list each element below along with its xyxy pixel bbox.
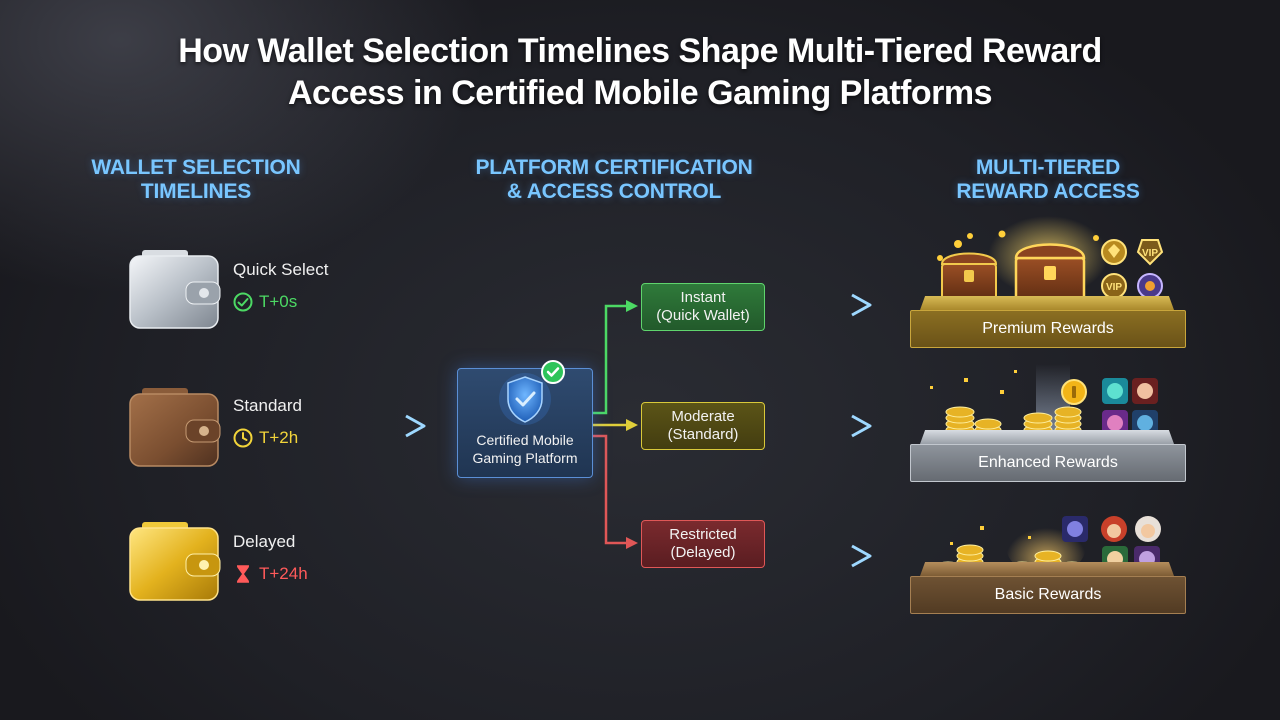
tier-restricted-line-1: Restricted	[669, 526, 737, 543]
clock-icon	[233, 428, 253, 448]
avatar-icon	[1102, 378, 1128, 404]
shelf-label-enhanced: Enhanced Rewards	[910, 444, 1186, 482]
tier-instant-line-1: Instant	[680, 289, 726, 306]
column-header-rewards: MULTI-TIERED REWARD ACCESS	[918, 156, 1178, 204]
wallet-time-delayed: T+24h	[233, 564, 308, 584]
avatar-icon	[1101, 516, 1127, 542]
tier-moderate-line-1: Moderate	[671, 408, 735, 425]
branch-line-instant	[593, 304, 628, 415]
enhanced-rewards-illustration	[930, 364, 1158, 436]
shield-check-icon	[499, 373, 551, 425]
column-header-platform-line-1: PLATFORM CERTIFICATION	[475, 156, 753, 179]
premium-rewards-illustration: VIP VIP	[937, 216, 1164, 304]
tier-box-moderate: Moderate (Standard)	[641, 402, 765, 450]
wallet-time-standard: T+2h	[233, 428, 298, 448]
vip-badge-icon: VIP	[1136, 239, 1164, 266]
shelf-top	[920, 562, 1174, 576]
avatar-icon	[1102, 410, 1128, 436]
column-header-platform-line-2: & ACCESS CONTROL	[506, 180, 722, 203]
coin-icon	[937, 230, 1099, 261]
platform-label: Certified Mobile Gaming Platform	[458, 431, 592, 467]
column-header-wallets: WALLET SELECTION TIMELINES	[66, 156, 326, 204]
title-line-2: Access in Certified Mobile Gaming Platfo…	[287, 74, 993, 112]
arrow-to-basic	[802, 544, 872, 568]
coin-icon	[1061, 379, 1087, 405]
column-header-platform: PLATFORM CERTIFICATION & ACCESS CONTROL	[444, 156, 784, 204]
tier-restricted-line-2: (Delayed)	[670, 544, 736, 561]
shelf-label-basic: Basic Rewards	[910, 576, 1186, 614]
wallet-time-value: T+2h	[259, 428, 299, 447]
tier-moderate-line-2: (Standard)	[667, 426, 739, 443]
treasure-chest-icon	[940, 252, 998, 301]
column-header-rewards-line-1: MULTI-TIERED	[975, 156, 1121, 179]
basic-rewards-illustration	[936, 516, 1161, 576]
arrow-to-premium	[802, 293, 872, 317]
wallet-time-quick-select: T+0s	[233, 292, 297, 312]
vip-badge-text: VIP	[1106, 282, 1122, 293]
wallet-label-delayed: Delayed	[233, 532, 296, 551]
column-header-wallets-line-1: WALLET SELECTION	[91, 156, 301, 179]
gear-badge-icon	[1137, 273, 1163, 299]
platform-label-line-1: Certified Mobile	[476, 432, 574, 448]
vip-badge-icon: VIP	[1101, 273, 1127, 299]
shelf-top	[920, 296, 1174, 310]
wallet-time-value: T+0s	[259, 292, 298, 311]
sparkle-icon	[930, 370, 1017, 394]
tier-box-restricted: Restricted (Delayed)	[641, 520, 765, 568]
wallet-label-standard: Standard	[233, 396, 302, 415]
sparkle-icon	[950, 526, 1031, 545]
tier-instant-line-2: (Quick Wallet)	[656, 307, 750, 324]
vip-badge-text: VIP	[1142, 248, 1158, 259]
silver-wallet-icon	[129, 250, 221, 329]
verified-badge-icon	[541, 360, 565, 384]
avatar-icon	[1132, 410, 1158, 436]
treasure-chest-icon	[1014, 243, 1086, 304]
hourglass-icon	[237, 565, 249, 583]
avatar-icon	[1135, 516, 1161, 542]
branch-line-restricted	[593, 434, 628, 545]
vip-badge-icon	[1101, 239, 1127, 265]
certified-platform-box: Certified Mobile Gaming Platform	[457, 360, 593, 478]
avatar-icon	[1062, 516, 1088, 542]
title-line-1: How Wallet Selection Timelines Shape Mul…	[178, 32, 1102, 70]
wallet-label-quick-select: Quick Select	[233, 260, 329, 279]
column-header-wallets-line-2: TIMELINES	[140, 180, 252, 203]
arrow-to-enhanced	[802, 414, 872, 438]
tier-box-instant: Instant (Quick Wallet)	[641, 283, 765, 331]
platform-label-line-2: Gaming Platform	[472, 450, 578, 466]
shelf-top	[920, 430, 1174, 444]
brown-wallet-icon	[129, 388, 221, 467]
wallet-time-value: T+24h	[259, 564, 308, 583]
gold-wallet-icon	[129, 522, 221, 601]
column-header-rewards-line-2: REWARD ACCESS	[956, 180, 1140, 203]
check-circle-icon	[233, 292, 253, 312]
arrow-to-platform	[356, 414, 426, 438]
shelf-label-premium: Premium Rewards	[910, 310, 1186, 348]
avatar-icon	[1132, 378, 1158, 404]
